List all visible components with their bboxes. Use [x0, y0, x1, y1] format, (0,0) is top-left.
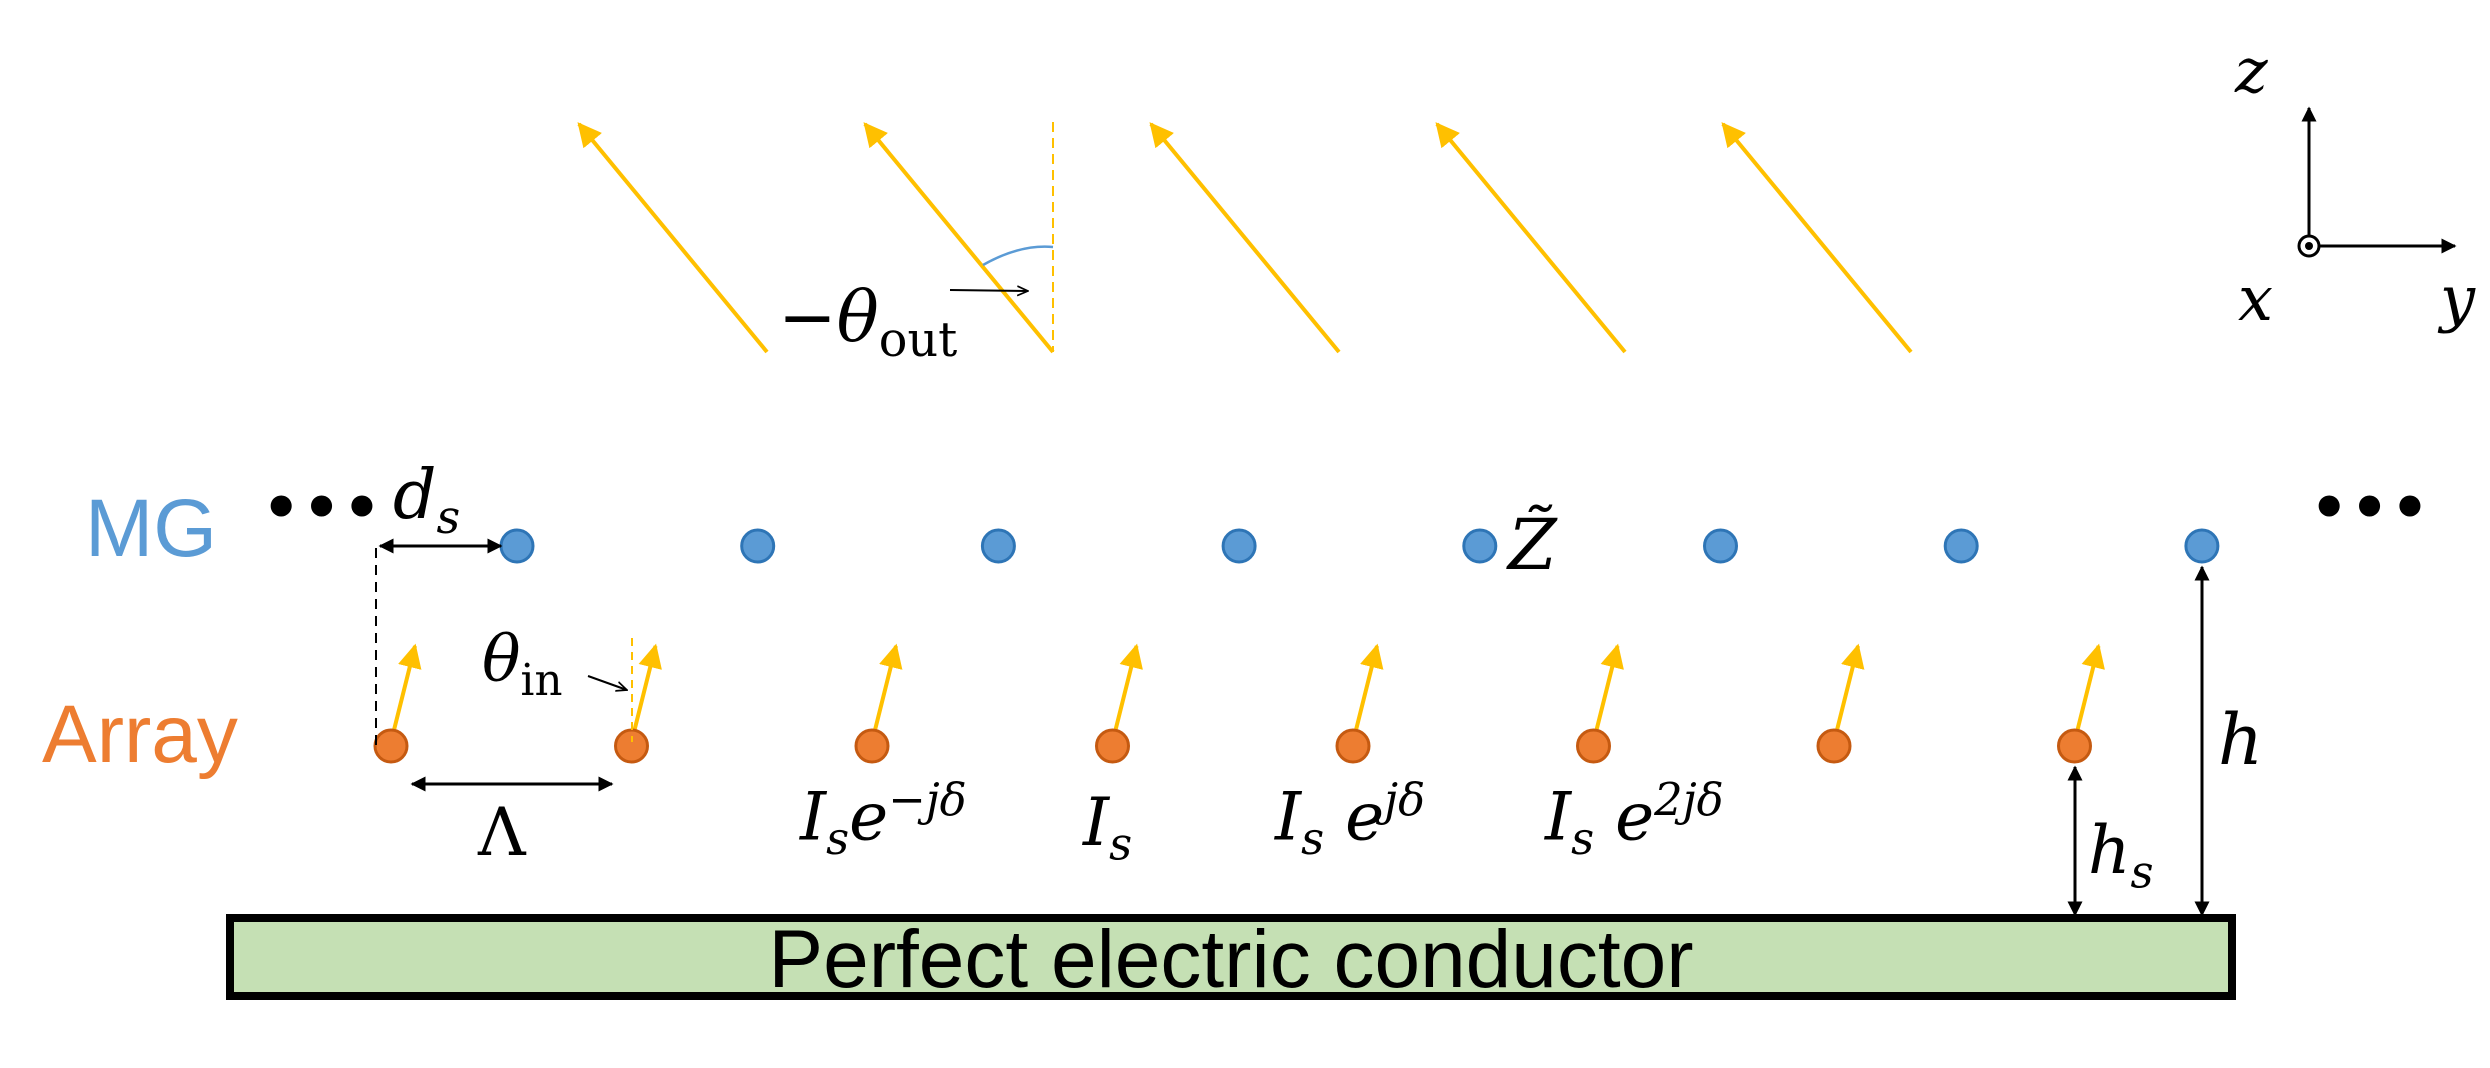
array-dipole-arrow-3	[870, 643, 903, 743]
theta-in-sub: in	[520, 655, 563, 706]
array-dipole-arrow-7	[1832, 643, 1865, 743]
coordinate-axes	[2297, 106, 2457, 258]
array-label: Array	[42, 689, 238, 780]
x-axis-dot	[2305, 242, 2313, 250]
theta-out-pointer	[949, 290, 1028, 291]
current-4-exp: e	[1594, 778, 1655, 856]
right-ellipsis: •••	[2310, 473, 2432, 543]
outgoing-ray-1	[577, 122, 769, 354]
array-element-7	[1816, 728, 1852, 764]
array-element-6	[1576, 728, 1611, 764]
mg-element-1	[499, 528, 535, 564]
current-label-2: Is	[1083, 790, 1132, 867]
array-dipole-arrow-2	[629, 643, 662, 743]
current-3-sub: s	[1301, 812, 1325, 866]
array-element-3	[854, 728, 890, 764]
pec-label: Perfect electric conductor	[768, 914, 1694, 1005]
current-2-base: I	[1083, 784, 1110, 861]
current-2-sub: s	[1109, 817, 1133, 871]
current-4-sub: s	[1571, 812, 1595, 866]
hs-base: h	[2088, 812, 2131, 889]
ds-label: ds	[393, 462, 460, 540]
left-ellipsis: •••	[262, 473, 384, 543]
array-dipole-arrow-8	[2072, 643, 2105, 743]
current-3-base: I	[1275, 778, 1302, 856]
mg-element-3	[980, 528, 1016, 564]
theta-in-label: θin	[482, 628, 562, 703]
mg-element-6	[1703, 528, 1738, 564]
ds-sub: s	[436, 489, 461, 544]
current-label-1: Ise−jδ	[800, 777, 967, 866]
mg-element-8	[2184, 528, 2220, 564]
mg-element-7	[1943, 528, 1979, 564]
current-3-exp: e	[1324, 778, 1385, 856]
y-axis-label: y	[2440, 262, 2476, 335]
theta-out-arc	[982, 245, 1054, 267]
array-dipole-arrow-1	[389, 643, 422, 743]
outgoing-ray-5	[1721, 122, 1913, 354]
array-element-1	[373, 728, 409, 764]
z-axis-label: z	[2235, 34, 2268, 107]
current-4-base: I	[1545, 778, 1572, 856]
mg-element-4	[1221, 528, 1257, 564]
hs-label: hs	[2088, 818, 2154, 895]
array-element-8	[2057, 728, 2092, 764]
array-dipole-arrow-5	[1351, 643, 1384, 743]
outgoing-ray-3	[1149, 122, 1341, 354]
outgoing-rays	[577, 122, 1913, 354]
array-dipole-arrow-4	[1110, 643, 1143, 743]
theta-in-pointer	[587, 675, 627, 690]
mg-element-5	[1462, 528, 1498, 564]
array-element-5	[1335, 728, 1371, 764]
array-dipole-arrow-6	[1591, 643, 1624, 743]
theta-out-sub: out	[878, 313, 958, 369]
current-1-sup: −jδ	[888, 773, 967, 826]
current-label-4: Is e2jδ	[1545, 777, 1724, 866]
array-element-2	[614, 728, 649, 764]
theta-in-base: θ	[482, 623, 521, 697]
outgoing-ray-2	[863, 122, 1055, 354]
h-label: h	[2218, 699, 2264, 781]
hs-sub: s	[2130, 845, 2154, 899]
lambda-label: Λ	[478, 794, 526, 871]
current-1-sub: s	[826, 812, 850, 866]
mg-label: MG	[85, 483, 218, 574]
ds-base: d	[393, 456, 437, 535]
current-1-exp: e	[849, 778, 889, 856]
pec-ground-plane	[226, 914, 2236, 1000]
x-axis-label: x	[2238, 262, 2273, 335]
mg-element-2	[740, 528, 776, 564]
array-element-4	[1095, 728, 1130, 764]
theta-out-base: −θ	[778, 276, 879, 358]
z-tilde-label: Z̃	[1508, 504, 1557, 586]
current-3-sup: jδ	[1384, 773, 1426, 826]
current-label-3: Is ejδ	[1275, 777, 1425, 866]
theta-out-label: −θout	[778, 282, 957, 365]
outgoing-ray-4	[1435, 122, 1627, 354]
mg-elements	[499, 528, 2220, 564]
current-1-base: I	[800, 778, 827, 856]
array-elements	[373, 643, 2105, 764]
current-4-sup: 2jδ	[1654, 773, 1724, 826]
